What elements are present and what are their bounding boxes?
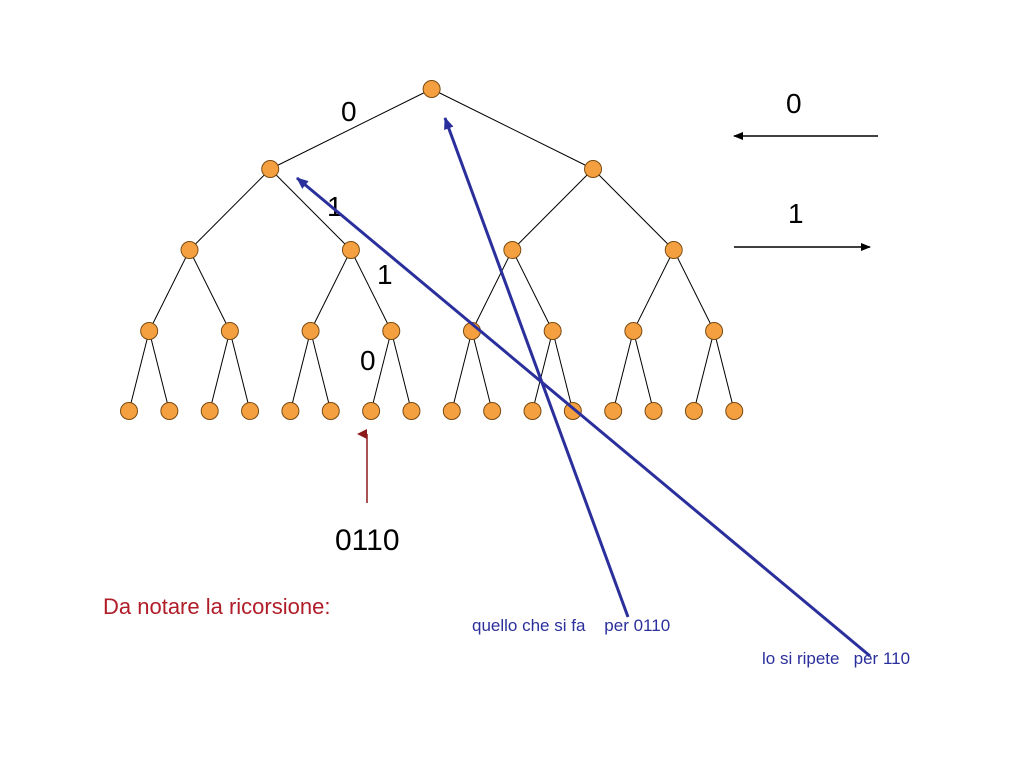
legend-left-label: 0	[786, 88, 802, 119]
tree-edge	[148, 249, 190, 332]
tree-node	[543, 322, 562, 340]
tree-nodes	[120, 80, 744, 420]
tree-root-node	[422, 80, 441, 98]
tree-node	[140, 322, 159, 340]
tree-leaf-node	[200, 402, 219, 420]
tree-node	[584, 160, 603, 178]
tree-leaf-node	[160, 402, 179, 420]
tree-leaf-node	[644, 402, 663, 420]
tree-edge	[189, 249, 231, 332]
tree-edge	[552, 330, 574, 412]
tree-node	[705, 322, 724, 340]
tree-node	[664, 241, 683, 259]
tree-edge	[673, 249, 715, 332]
tree-edge	[451, 330, 473, 412]
tree-node	[301, 322, 320, 340]
tree-node	[180, 241, 199, 259]
tree-node	[624, 322, 643, 340]
tree-edge	[713, 330, 735, 412]
tree-leaf-node	[362, 402, 381, 420]
tree-edge	[350, 249, 392, 332]
tree-edges	[128, 88, 735, 412]
tree-edge	[229, 330, 251, 412]
tree-node	[261, 160, 280, 178]
tree-leaf-node	[321, 402, 340, 420]
tree-edge	[612, 330, 634, 412]
tree-edge	[632, 330, 655, 412]
tree-edge	[370, 330, 392, 412]
tree-edge	[511, 168, 594, 251]
tree-edge	[310, 249, 352, 332]
recursion-arrow-root	[443, 117, 630, 618]
tree-edge	[289, 330, 312, 412]
path-code-label: 0110	[335, 524, 400, 557]
edge-label-level3: 1	[377, 259, 393, 290]
tree-leaf-node	[120, 402, 138, 420]
tree-edge	[310, 330, 332, 412]
tree-leaf-node	[281, 402, 300, 420]
edge-label-level1: 0	[341, 96, 357, 127]
legend-right-label: 1	[788, 198, 804, 229]
tree-edge	[128, 330, 150, 412]
note-first-call: quello che si fa per 0110	[472, 616, 670, 635]
tree-edge	[511, 249, 554, 332]
recursion-arrow-subtree	[296, 176, 871, 658]
note-repeat-call: lo si ripete per 110	[762, 649, 910, 668]
tree-leaf-node	[604, 402, 623, 420]
tree-edge	[189, 168, 271, 251]
tree-edge	[471, 330, 493, 412]
tree-leaf-node	[563, 402, 582, 420]
tree-node	[503, 241, 522, 259]
tree-edge	[270, 88, 432, 170]
tree-edge	[209, 330, 231, 412]
tree-edge	[431, 88, 594, 170]
tree-edge	[592, 168, 675, 251]
tree-node	[220, 322, 239, 340]
tree-edge	[532, 330, 554, 412]
tree-leaf-node	[684, 402, 703, 420]
tree-node	[341, 241, 360, 259]
tree-edge	[632, 249, 675, 332]
tree-leaf-node	[523, 402, 542, 420]
tree-leaf-node	[241, 402, 260, 420]
tree-edge	[269, 168, 352, 251]
tree-edge	[390, 330, 412, 412]
tree-edge	[148, 330, 170, 412]
recursion-note: Da notare la ricorsione:	[103, 594, 330, 619]
tree-edge	[471, 249, 513, 332]
tree-node	[382, 322, 401, 340]
edge-label-level4: 0	[360, 345, 376, 376]
tree-leaf-node	[725, 402, 744, 420]
tree-edge	[693, 330, 715, 412]
tree-leaf-node	[402, 402, 421, 420]
tree-leaf-node	[442, 402, 461, 420]
tree-leaf-node	[483, 402, 502, 420]
